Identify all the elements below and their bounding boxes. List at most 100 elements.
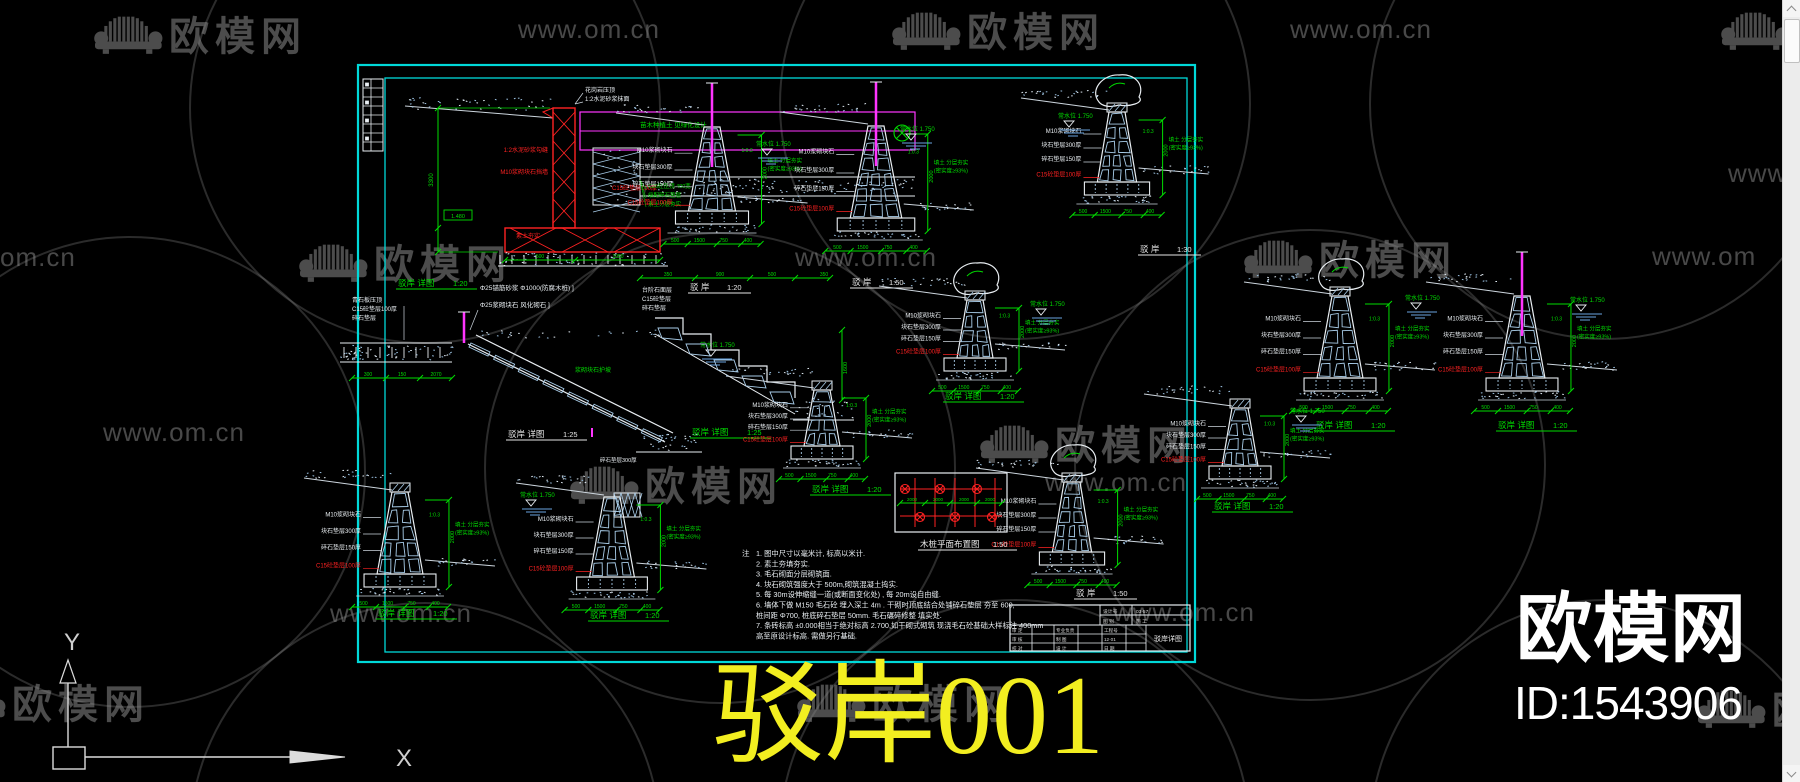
svg-text:3. 毛石砌面分层砌筑面.: 3. 毛石砌面分层砌筑面. — [756, 570, 832, 579]
svg-text:块石垫层300厚: 块石垫层300厚 — [996, 511, 1036, 519]
scrollbar-down-button[interactable] — [1783, 765, 1800, 782]
svg-text:1:0.3: 1:0.3 — [1143, 129, 1154, 135]
svg-text:500: 500 — [1481, 405, 1490, 411]
svg-text:(密实度≥93%): (密实度≥93%) — [1290, 434, 1324, 442]
svg-text:1500: 1500 — [382, 601, 393, 607]
watermark-url: www.om — [1651, 241, 1755, 271]
svg-text:M10浆砌块石: M10浆砌块石 — [752, 401, 788, 409]
sofa-icon — [980, 425, 1049, 463]
svg-text:www.om.cn: www.om.cn — [794, 242, 937, 272]
svg-text:工程号: 工程号 — [1104, 627, 1118, 634]
svg-text:2000: 2000 — [907, 497, 918, 502]
revision-strip — [362, 78, 384, 152]
svg-text:高至原设计标高. 需做另行基础.: 高至原设计标高. 需做另行基础. — [756, 631, 857, 640]
svg-text:驳岸 详图: 驳岸 详图 — [812, 484, 848, 494]
svg-text:500: 500 — [1079, 209, 1088, 215]
svg-text:碎石垫层300厚: 碎石垫层300厚 — [600, 456, 637, 464]
svg-text:2000: 2000 — [933, 497, 944, 502]
svg-text:C15砼垫层100厚: C15砼垫层100厚 — [529, 565, 574, 573]
svg-text:块石垫层300厚: 块石垫层300厚 — [748, 412, 788, 420]
svg-text:750: 750 — [1246, 493, 1255, 499]
svg-text:400: 400 — [909, 245, 918, 251]
svg-text:2000: 2000 — [661, 535, 667, 547]
svg-text:设计号: 设计号 — [1103, 608, 1118, 615]
svg-text:碎石垫层150厚: 碎石垫层150厚 — [794, 184, 834, 192]
watermark-logo: 欧模网 — [570, 465, 777, 509]
svg-text:级配碎石垫层: 级配碎石垫层 — [648, 191, 682, 199]
watermark-url: www — [1727, 158, 1786, 188]
svg-text:750: 750 — [1079, 579, 1088, 585]
sofa-icon — [1244, 240, 1313, 278]
svg-text:M10浆砌块石: M10浆砌块石 — [1170, 419, 1206, 427]
svg-text:驳岸详图: 驳岸详图 — [1154, 634, 1182, 643]
svg-text:1:50: 1:50 — [1113, 589, 1128, 598]
svg-text:1:0.3: 1:0.3 — [908, 150, 919, 156]
svg-text:1:50: 1:50 — [993, 540, 1008, 549]
watermark-logo: 欧模网 — [1244, 239, 1451, 283]
svg-text:驳岸 详图: 驳岸 详图 — [945, 391, 981, 401]
svg-text:1500: 1500 — [1322, 405, 1333, 411]
svg-text:常水位 1.750: 常水位 1.750 — [1058, 112, 1093, 120]
svg-text:C15砼垫层100厚: C15砼垫层100厚 — [743, 436, 788, 444]
svg-text:施 工: 施 工 — [1136, 618, 1147, 625]
svg-text:2000: 2000 — [1020, 326, 1026, 338]
svg-text:C15砼垫层100厚: C15砼垫层100厚 — [1036, 170, 1081, 178]
svg-text:03·57: 03·57 — [1136, 609, 1149, 615]
svg-text:碎石垫层: 碎石垫层 — [352, 314, 376, 322]
ucs-icon: YX — [52, 629, 412, 772]
svg-text:注: 注 — [742, 548, 750, 558]
svg-text:2000: 2000 — [1390, 335, 1396, 347]
svg-text:2000: 2000 — [1119, 514, 1125, 526]
svg-text:2000: 2000 — [985, 497, 996, 502]
vertical-scrollbar[interactable] — [1782, 0, 1800, 782]
svg-text:750: 750 — [1529, 405, 1538, 411]
svg-text:750: 750 — [981, 385, 990, 391]
svg-text:碎石垫层150厚: 碎石垫层150厚 — [996, 525, 1036, 533]
svg-text:碎石垫层150厚: 碎石垫层150厚 — [1041, 155, 1081, 163]
svg-text:填土 分层夯实: 填土 分层夯实 — [1124, 505, 1159, 513]
sofa-icon — [1721, 12, 1790, 50]
watermark-logo: 欧模网 — [892, 11, 1099, 55]
svg-text:M10浆砌块石: M10浆砌块石 — [637, 146, 673, 154]
svg-text:桩间距 Φ700, 桩底碎石垫层 50mm. 毛石碾: 桩间距 Φ700, 桩底碎石垫层 50mm. 毛石碾碎修整 填实处. — [756, 611, 942, 620]
watermark-logo: 欧模网 — [94, 15, 301, 59]
watermark-logo: 欧模网 — [299, 243, 506, 287]
svg-text:碎石垫层150厚: 碎石垫层150厚 — [1443, 347, 1483, 355]
svg-text:1:20: 1:20 — [645, 611, 660, 620]
svg-text:常水位 1.750: 常水位 1.750 — [1030, 300, 1065, 308]
svg-text:花岗岩压顶: 花岗岩压顶 — [585, 86, 615, 94]
chevron-up-icon — [1786, 5, 1797, 16]
scrollbar-up-button[interactable] — [1783, 0, 1800, 17]
svg-text:1:20: 1:20 — [727, 283, 742, 292]
svg-text:块石垫层300厚: 块石垫层300厚 — [1041, 141, 1081, 149]
svg-text:校 对: 校 对 — [1012, 645, 1023, 652]
svg-text:Φ25浆砌块石 风化砌石 ]: Φ25浆砌块石 风化砌石 ] — [480, 300, 550, 309]
svg-text:填土 分层夯实: 填土 分层夯实 — [1169, 135, 1204, 143]
svg-text:块石垫层300厚: 块石垫层300厚 — [901, 323, 941, 331]
svg-text:1:20: 1:20 — [867, 485, 882, 494]
svg-text:常水位 1.750: 常水位 1.750 — [520, 491, 555, 499]
svg-text:1500: 1500 — [594, 604, 605, 610]
svg-text:om.cn: om.cn — [0, 242, 76, 272]
svg-text:400: 400 — [1146, 209, 1155, 215]
svg-text:1:0.3: 1:0.3 — [1264, 421, 1275, 427]
svg-text:碎石垫层150厚: 碎石垫层150厚 — [1166, 443, 1206, 451]
svg-text:驳 岸: 驳 岸 — [852, 277, 872, 287]
svg-text:www.om.cn: www.om.cn — [517, 14, 660, 44]
svg-text:1500: 1500 — [1055, 579, 1066, 585]
svg-text:台阶石面层: 台阶石面层 — [642, 286, 672, 294]
svg-text:M10浆砌块石: M10浆砌块石 — [1447, 315, 1483, 323]
svg-text:1:25: 1:25 — [747, 428, 762, 437]
scrollbar-thumb[interactable] — [1784, 19, 1800, 63]
watermark-logo: 欧模网 — [797, 683, 1004, 727]
svg-text:1500: 1500 — [958, 385, 969, 391]
svg-text:苗木种植土 见绿化设计: 苗木种植土 见绿化设计 — [640, 120, 707, 129]
watermark-url: www.om.cn — [329, 598, 471, 628]
svg-text:1:20: 1:20 — [1000, 392, 1015, 401]
svg-text:www.om.cn: www.om.cn — [1112, 597, 1255, 627]
svg-text:Φ25锚筋砂浆 Φ1000(防腐木桩) ]: Φ25锚筋砂浆 Φ1000(防腐木桩) ] — [480, 283, 574, 292]
sofa-icon — [797, 684, 866, 722]
